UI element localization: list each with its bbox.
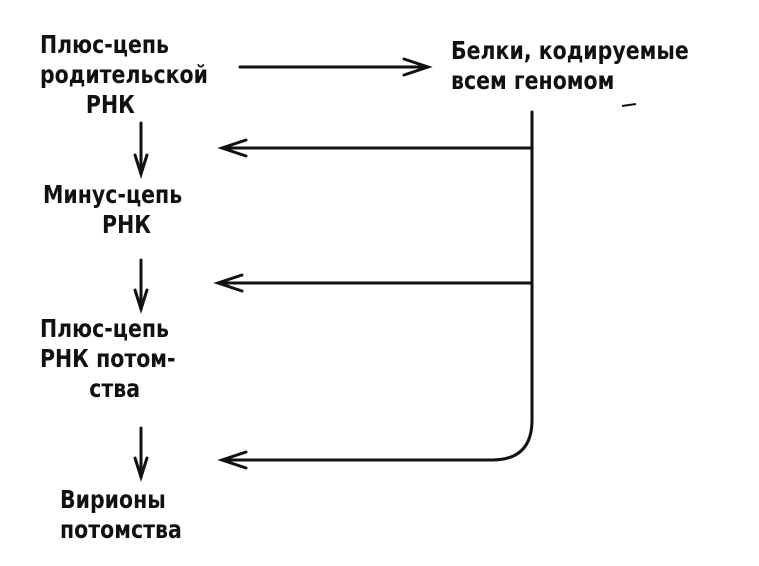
node-parent-plus-strand-rna: Плюс-цепь родительской РНК [40,30,208,120]
arrow-progeny-plus-to-virions [133,426,149,482]
node-line: РНК потом- [40,344,176,373]
node-line: Плюс-цепь [40,30,169,59]
node-line: ства [89,374,141,403]
node-proteins: Белки, кодируемые всем геномом [451,36,689,96]
arrow-parent-to-minus-strand [133,121,149,179]
arrow-proteins-to-parent-rna [217,138,534,158]
feedback-trunk [222,110,534,462]
node-line: родительской [40,60,208,89]
node-line: Плюс-цепь [40,314,169,343]
node-line: РНК [102,210,151,239]
node-minus-strand-rna: Минус-цепь РНК [43,180,182,240]
arrow-minus-to-progeny-plus [133,258,149,314]
node-line: потомства [60,515,182,544]
node-line: РНК [85,90,135,119]
node-line: Белки, кодируемые [451,36,689,65]
node-line: Вирионы [60,485,166,514]
node-progeny-plus-strand-rna: Плюс-цепь РНК потом- ства [40,314,176,404]
node-progeny-virions: Вирионы потомства [60,485,182,545]
arrow-proteins-to-minus-strand [213,273,534,293]
arrow-proteins-to-progeny-plus [217,450,248,470]
node-line: Минус-цепь [43,180,183,209]
arrow-parent-to-proteins [238,57,433,77]
print-speck [621,103,637,107]
node-line: всем геномом [451,66,615,95]
